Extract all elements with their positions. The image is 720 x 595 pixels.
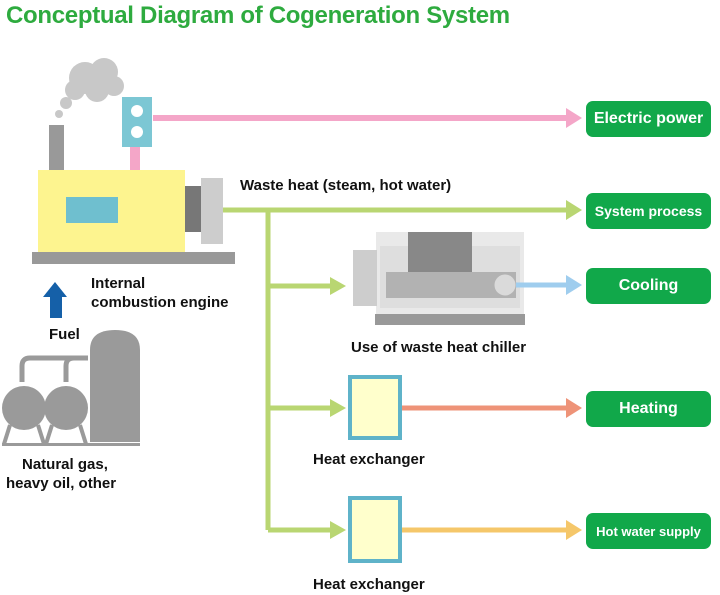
waste-heat-label: Waste heat (steam, hot water) <box>240 177 452 194</box>
chiller-label: Use of waste heat chiller <box>351 339 527 356</box>
electric-power-box: Electric power <box>586 101 711 137</box>
chimney <box>49 125 64 172</box>
diagram-title: Conceptual Diagram of Cogeneration Syste… <box>6 2 510 29</box>
heat-exchanger-2-icon <box>348 496 402 563</box>
heating-box: Heating <box>586 391 711 427</box>
heat-exchanger-2-label: Heat exchanger <box>313 576 425 593</box>
fuel-tanks-icon <box>2 330 140 446</box>
cooling-line <box>516 275 582 295</box>
waste-heat-arrowheads <box>330 200 582 539</box>
fuel-source-label-line1: Natural gas, <box>22 456 108 473</box>
engine-label-line2: combustion engine <box>91 294 229 311</box>
smoke-cloud-icon <box>55 58 124 118</box>
cooling-box: Cooling <box>586 268 711 304</box>
heat-exchanger-1-label: Heat exchanger <box>313 451 425 468</box>
fuel-label: Fuel <box>49 326 80 343</box>
engine-label-line1: Internal <box>91 275 146 292</box>
electric-power-line <box>130 108 582 172</box>
internal-combustion-engine-icon <box>32 170 235 264</box>
fuel-arrow-icon <box>43 282 67 318</box>
hot-water-supply-box: Hot water supply <box>586 513 711 549</box>
heat-exchanger-1-icon <box>348 375 402 440</box>
heating-line <box>402 398 582 418</box>
system-process-box: System process <box>586 193 711 229</box>
hot-water-line <box>402 520 582 540</box>
waste-heat-chiller-icon <box>353 232 525 325</box>
waste-heat-lines <box>223 207 568 533</box>
generator-panel-icon <box>122 97 152 147</box>
fuel-source-label-line2: heavy oil, other <box>6 475 117 492</box>
